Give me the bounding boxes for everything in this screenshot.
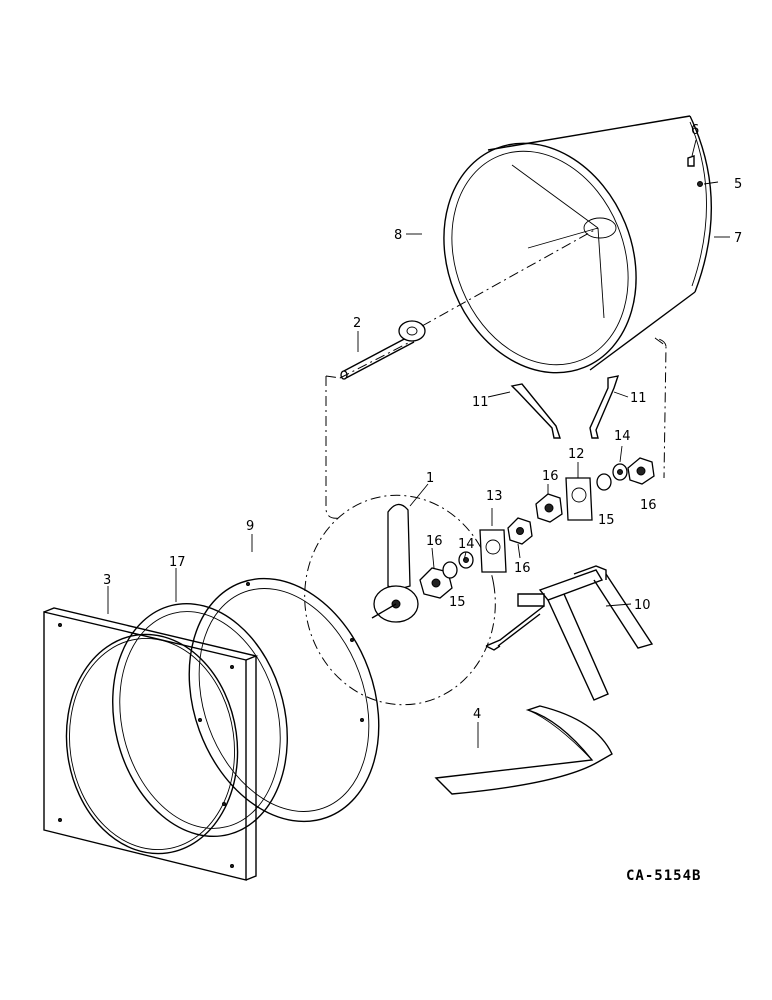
callout-15-left: 15 [449, 595, 466, 610]
bearing-flange-16-d [627, 457, 655, 485]
clip-part-6 [687, 155, 695, 167]
callout-11-left: 11 [472, 395, 489, 410]
bearing-14-15-a [442, 551, 474, 579]
callout-6: 6 [691, 123, 699, 138]
callout-13: 13 [486, 489, 503, 504]
support-bracket-part-10 [485, 565, 654, 701]
callout-2: 2 [353, 316, 361, 331]
callout-14-left: 14 [458, 537, 475, 552]
callout-5: 5 [734, 177, 742, 192]
bearing-flange-16-b [507, 517, 533, 545]
callout-11-right: 11 [630, 391, 647, 406]
callout-8: 8 [394, 228, 402, 243]
callout-16-c: 16 [542, 469, 559, 484]
plate-part-12 [565, 477, 593, 521]
callout-14-right: 14 [614, 429, 631, 444]
brace-part-11 [510, 375, 620, 439]
callout-3: 3 [103, 573, 111, 588]
bearing-flange-16-c [535, 493, 563, 523]
assembly-guide-line [339, 341, 411, 379]
callout-16-b: 16 [514, 561, 531, 576]
callout-9: 9 [246, 519, 254, 534]
mounting-frame-part-3 [43, 607, 259, 881]
bearing-flange-16-a [419, 567, 453, 599]
callout-1: 1 [426, 471, 434, 486]
assembly-boundary-line [325, 337, 667, 519]
fan-impeller-part-1 [304, 494, 496, 706]
shroud-part-4 [434, 705, 613, 795]
fan-housing-drum [443, 115, 712, 374]
callout-16-a: 16 [426, 534, 443, 549]
leader-lines [107, 139, 730, 748]
callout-labels: 6 5 7 8 2 11 11 1 13 12 14 14 16 16 16 1… [103, 123, 742, 722]
bearing-14-15-b [596, 463, 628, 491]
gasket-ring-part-17 [112, 602, 288, 838]
callout-16-d: 16 [640, 498, 657, 513]
plate-part-13 [479, 529, 507, 573]
shaft-part-2 [340, 227, 599, 380]
callout-15-right: 15 [598, 513, 615, 528]
drawing-code: CA-5154B [626, 868, 701, 884]
callout-10: 10 [634, 598, 651, 613]
callout-7: 7 [734, 231, 742, 246]
callout-12: 12 [568, 447, 585, 462]
callout-4: 4 [473, 707, 481, 722]
screw-part-5 [697, 181, 703, 187]
mounting-ring-part-9 [188, 577, 380, 823]
callout-17: 17 [169, 555, 186, 570]
